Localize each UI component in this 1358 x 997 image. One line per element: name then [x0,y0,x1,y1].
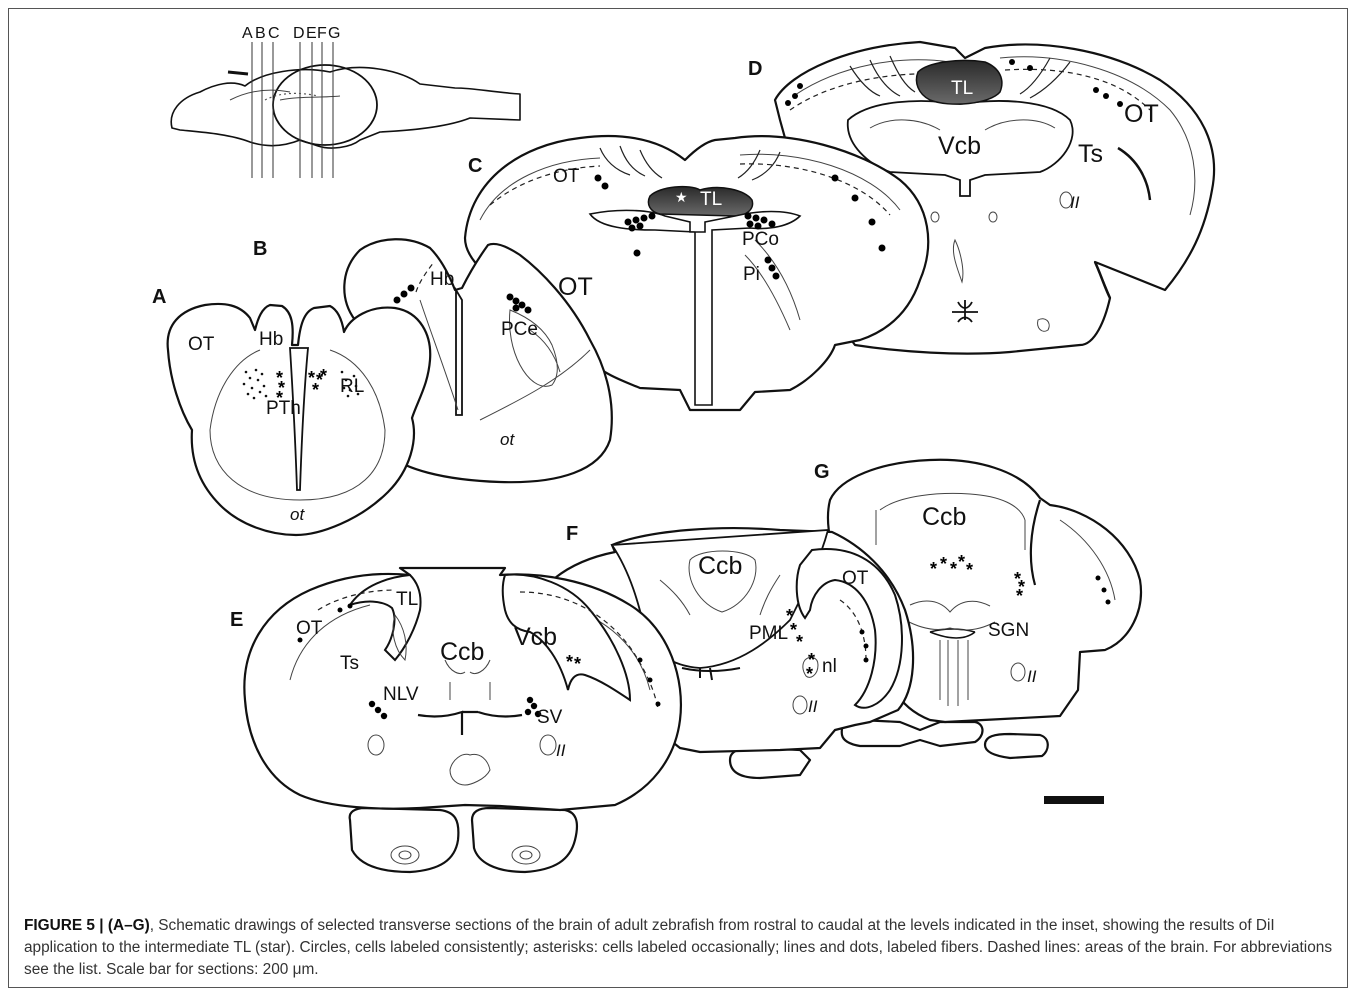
label-f-ii: II [808,697,818,716]
svg-text:*: * [930,559,937,579]
label-e-tl: TL [396,589,418,610]
label-a-ot: OT [188,334,215,355]
figure-caption: FIGURE 5 | (A–G), Schematic drawings of … [24,915,1334,981]
figure-drawing: A B C D E F G D TL Vcb OT Ts II [0,0,1358,900]
label-c-ot: OT [553,166,580,187]
inset-level-d: D [293,25,305,42]
svg-text:*: * [966,560,973,580]
panel-a-letter: A [152,286,166,308]
label-g-ii: II [1027,667,1037,686]
svg-text:*: * [796,632,803,652]
panel-b-letter: B [253,238,267,260]
svg-text:*: * [806,664,813,684]
panel-d-letter: D [748,58,762,80]
label-a-hb: Hb [259,329,283,350]
label-f-pml: PML [749,623,788,644]
section-e: ** E OT TL Ts Ccb Vcb NLV SV II [230,568,681,872]
inset-level-e: E [306,25,317,42]
svg-text:*: * [950,559,957,579]
label-d-tl: TL [951,78,973,99]
label-e-ot: OT [296,618,323,639]
label-c-pco: PCo [742,229,779,250]
svg-text:*: * [940,554,947,574]
label-b-ot-tract: ot [500,430,515,449]
svg-text:*: * [566,652,573,672]
inset-level-a: A [242,25,253,42]
svg-text:*: * [1016,586,1023,606]
label-a-rl: RL [340,376,364,397]
label-e-ii: II [556,741,566,760]
label-e-ts: Ts [340,653,359,674]
label-f-ccb: Ccb [698,552,742,580]
label-c-pi: Pi [743,264,760,285]
label-g-sgn: SGN [988,620,1029,641]
inset-level-c: C [268,25,280,42]
caption-figure-label: FIGURE 5 | (A–G) [24,917,150,934]
label-e-vcb: Vcb [514,623,557,651]
scale-bar [1044,796,1104,804]
label-d-ii: II [1070,193,1080,212]
panel-f-letter: F [566,523,578,545]
label-e-sv: SV [537,707,563,728]
label-f-ot: OT [842,568,869,589]
label-c-tl: TL [700,189,722,210]
panel-e-letter: E [230,609,243,631]
svg-text:*: * [320,366,327,386]
svg-text:*: * [574,654,581,674]
inset-level-g: G [328,25,340,42]
label-a-pth: PTh [266,398,301,419]
label-e-nlv: NLV [383,684,419,705]
inset-level-b: B [255,25,266,42]
label-b-pce: PCe [501,319,538,340]
panel-g-letter: G [814,461,830,483]
panel-c-letter: C [468,155,482,177]
label-d-ts: Ts [1078,140,1103,168]
label-f-nl: nl [822,656,837,677]
label-b-hb: Hb [430,269,454,290]
star-icon: ★ [675,190,688,206]
label-d-vcb: Vcb [938,132,981,160]
svg-text:*: * [958,552,965,572]
label-e-ccb: Ccb [440,638,484,666]
label-g-ccb: Ccb [922,503,966,531]
caption-text: , Schematic drawings of selected transve… [24,917,1332,978]
svg-text:*: * [312,380,319,400]
inset-level-f: F [317,25,327,42]
label-a-ot-tract: ot [290,505,305,524]
label-d-ot: OT [1124,100,1159,128]
label-b-ot: OT [558,273,593,301]
section-a: *** **** A OT Hb PTh RL ot [152,286,430,535]
